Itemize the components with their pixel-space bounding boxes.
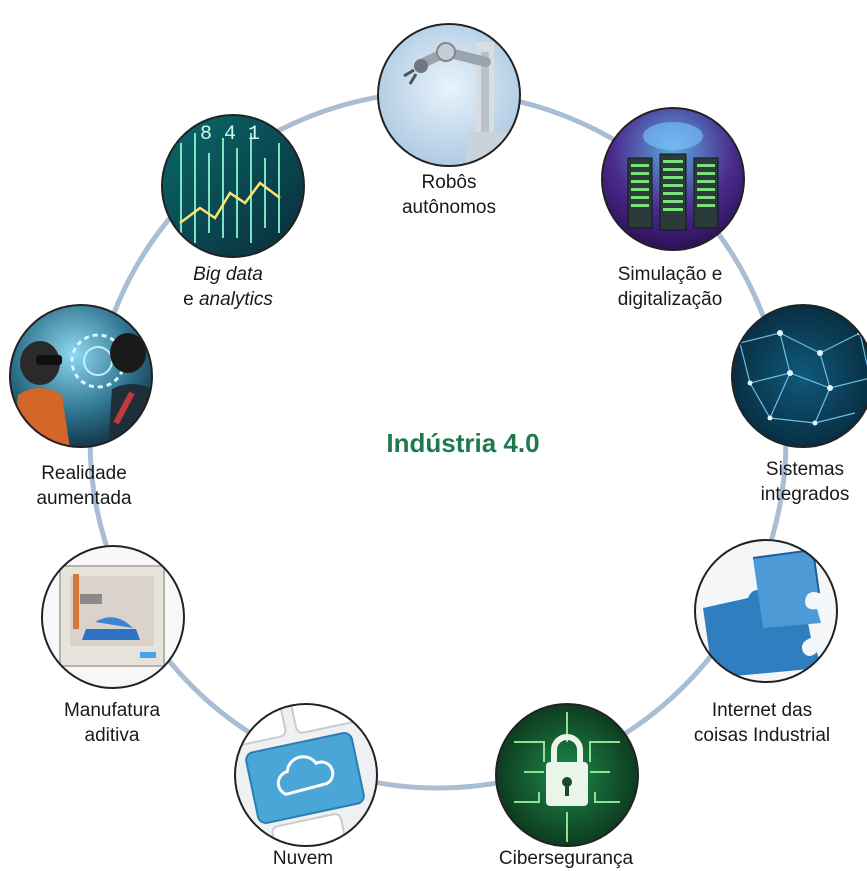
3d-printer-icon: [41, 545, 185, 689]
robot-arm-icon: [377, 23, 521, 167]
label-bigdata: Big data e analytics: [183, 264, 273, 310]
label-iot: Internet das coisas Industrial: [693, 700, 831, 746]
label-robos: Robôs autônomos: [401, 172, 496, 218]
label-simulacao: Simulação e digitalização: [617, 264, 723, 310]
label-sistemas: Sistemas integrados: [760, 459, 850, 505]
puzzle-pieces-icon: [694, 539, 838, 683]
diagram-title: Indústria 4.0: [386, 428, 540, 458]
svg-text:8 4 1: 8 4 1: [200, 123, 260, 146]
network-mesh-icon: [731, 304, 867, 448]
label-nuvem: Nuvem: [272, 848, 334, 869]
cloud-key-icon: [234, 703, 378, 847]
vr-headset-icon: [9, 304, 153, 448]
padlock-circuit-icon: [495, 703, 639, 847]
server-racks-icon: [601, 107, 745, 251]
data-stream-icon: 8 4 1: [161, 114, 305, 258]
label-ciber: Cibersegurança: [498, 848, 634, 869]
label-realidade: Realidade aumentada: [36, 463, 132, 509]
label-manufatura: Manufatura aditiva: [63, 700, 161, 746]
